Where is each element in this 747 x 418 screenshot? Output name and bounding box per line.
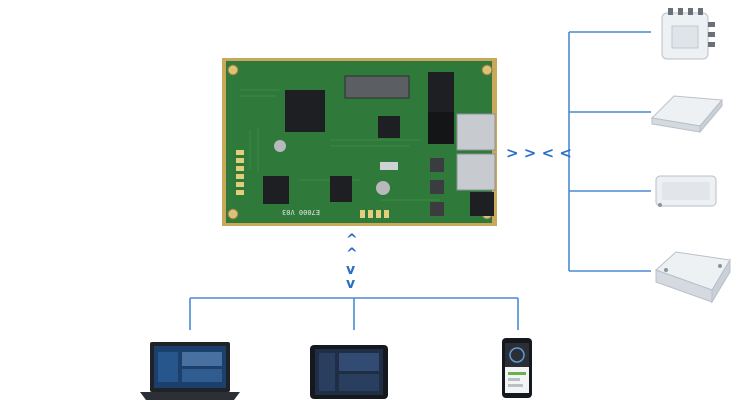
embedded-board: E7000 V03 — [222, 58, 497, 226]
ethernet-port — [456, 153, 496, 191]
down-arrow: v — [346, 276, 356, 292]
crystal — [380, 162, 398, 170]
right-bus-lines — [568, 31, 651, 272]
inductor — [430, 180, 444, 194]
up-arrow: ^ — [346, 246, 358, 262]
industrial-enclosure-unit — [655, 251, 731, 304]
down-arrow: v — [346, 262, 356, 278]
mounting-hole — [481, 64, 493, 76]
inductor — [430, 158, 444, 172]
sim-slot — [344, 75, 410, 99]
board-silkscreen: E7000 V03 — [282, 208, 320, 216]
memory-chip — [378, 116, 400, 138]
tablet — [310, 345, 388, 399]
connector-strip — [428, 112, 454, 144]
up-arrow: ^ — [346, 232, 358, 248]
capacitor — [274, 140, 286, 152]
wall-ap-unit — [655, 175, 717, 207]
memory-chip — [263, 176, 289, 204]
horizontal-link-arrows: > > < < — [506, 144, 572, 162]
laptop — [140, 342, 240, 400]
pin-header — [236, 150, 389, 218]
mounting-hole — [227, 64, 239, 76]
ceiling-ap-unit — [650, 95, 724, 134]
inductor — [430, 202, 444, 216]
cpu-chip — [285, 90, 325, 132]
bottom-bus-lines — [189, 297, 519, 330]
smartphone — [502, 338, 532, 398]
dc-jack — [470, 192, 494, 216]
memory-chip — [330, 176, 352, 202]
mounting-hole — [227, 208, 239, 220]
ethernet-port — [456, 113, 496, 151]
outdoor-ap-antenna-unit — [661, 8, 715, 60]
capacitor — [376, 181, 390, 195]
